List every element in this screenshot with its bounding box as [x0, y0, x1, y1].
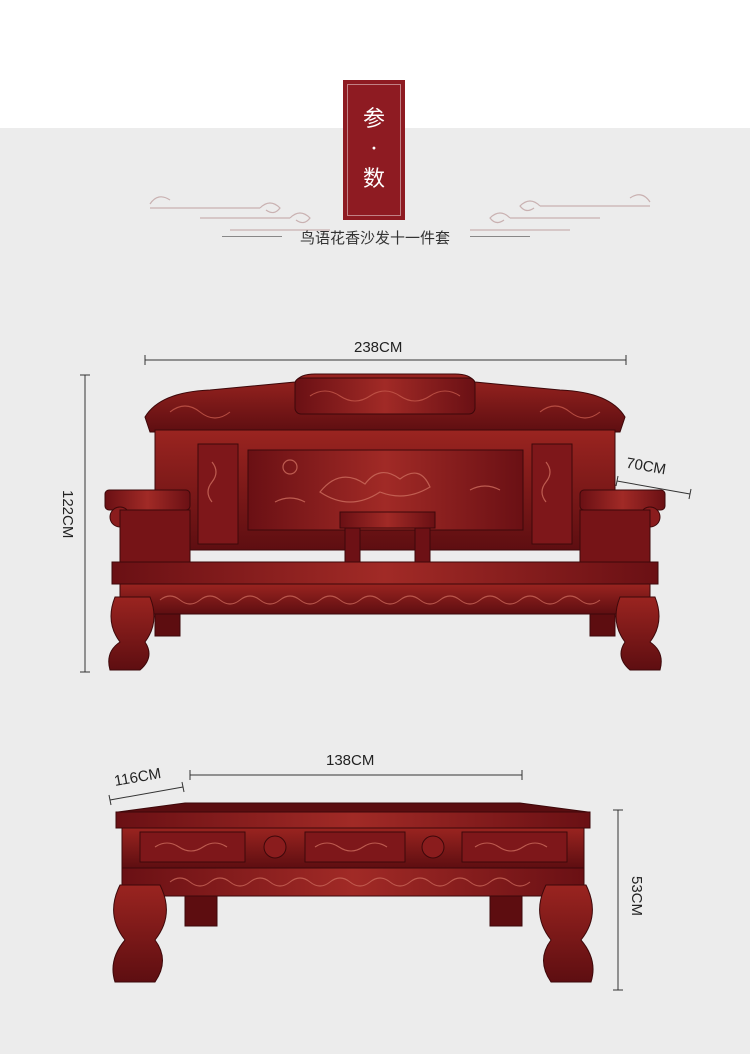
table-width-label: 138CM [326, 752, 375, 769]
table-depth-line [109, 786, 184, 801]
coffee-table-image [112, 802, 594, 983]
badge-inner-border [347, 84, 401, 216]
section-badge: 参 · 数 [343, 80, 405, 220]
sofa-image [104, 373, 666, 671]
badge-char-1: 参 [362, 107, 385, 132]
subtitle-left-rule [222, 236, 282, 237]
badge-char-2: 数 [362, 167, 385, 192]
table-height-label: 53CM [628, 876, 645, 917]
right-cloud-ornament [470, 194, 651, 231]
left-cloud-ornament [149, 196, 330, 231]
sofa-width-label: 238CM [354, 339, 403, 356]
sofa-depth-line [616, 480, 691, 495]
sofa-height-label: 122CM [59, 490, 76, 539]
badge-dot: · [370, 137, 378, 162]
subtitle-right-rule [470, 236, 530, 237]
product-subtitle: 鸟语花香沙发十一件套 [299, 229, 450, 247]
